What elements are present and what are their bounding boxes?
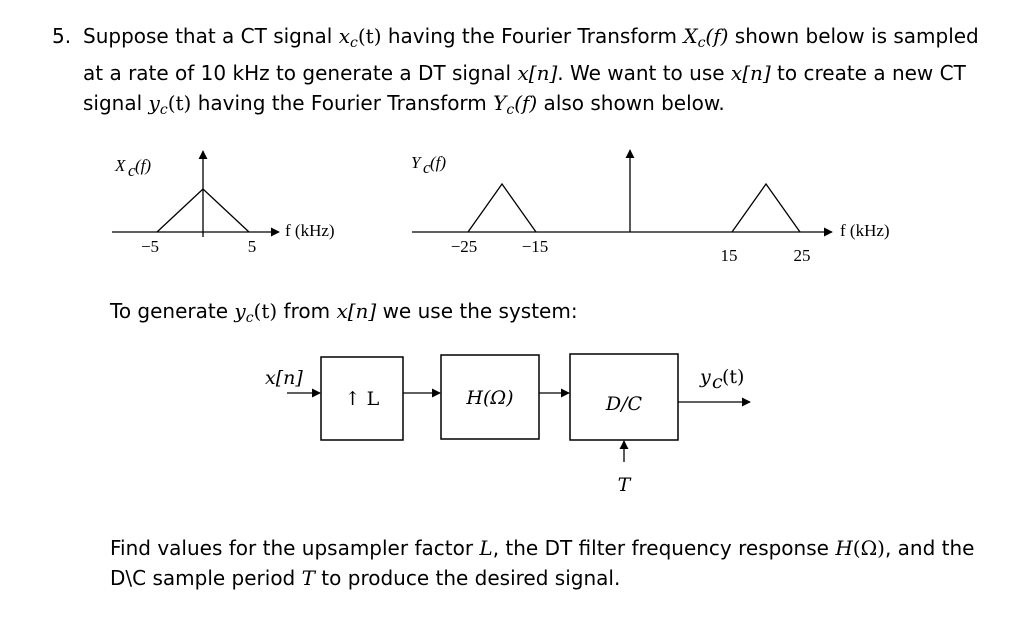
plot-x-ylabel-sym: X (114, 156, 126, 175)
problem-number: 5. (52, 24, 72, 48)
math-subscript: c (350, 35, 358, 51)
math-symbol: x[n] (336, 299, 377, 323)
question-text: Find values for the upsampler factor L, … (110, 533, 980, 593)
math-symbol: X (683, 24, 698, 48)
plot-x-tick-neg: −5 (141, 237, 159, 256)
math-arg: (f) (705, 24, 729, 48)
plot-x-ylabel-sub: c (128, 161, 136, 180)
plot-y-tick-m25: −25 (451, 237, 478, 256)
math-symbol: x (338, 24, 351, 48)
plot-yc: Y c (f) −25 −15 15 25 f (kHz) (411, 149, 890, 265)
plot-x-axis-label: f (kHz) (285, 221, 335, 240)
math-symbol: x[n] (517, 61, 558, 85)
text-run: to produce the desired signal. (314, 566, 621, 590)
text-run: to create a new CT signal (83, 61, 966, 115)
math-symbol: Y (493, 91, 507, 115)
plot-y-triangle-neg (467, 182, 537, 233)
text-run: having the Fourier Transform (191, 91, 494, 115)
filter-label: H(Ω) (465, 387, 513, 409)
math-symbol: y (148, 91, 160, 115)
math-arg: (t) (357, 24, 382, 48)
math-subscript: c (697, 35, 706, 51)
plot-y-ylabel-arg: (f) (430, 153, 446, 172)
plot-y-triangle-pos (731, 182, 801, 233)
text-run: , the DT filter frequency response (492, 536, 836, 560)
math-arg: (f) (514, 91, 538, 115)
plot-y-axis-label: f (kHz) (840, 221, 890, 240)
math-arg: (Ω) (852, 536, 885, 560)
text-run: . We want to use (557, 61, 731, 85)
dc-block (569, 353, 679, 441)
input-label: x[n] (265, 367, 303, 389)
system-intro: To generate yc(t) from x[n] we use the s… (110, 297, 578, 332)
dc-label: D/C (605, 393, 643, 415)
filter-block (440, 354, 540, 440)
output-label-sub: c (712, 371, 723, 393)
math-arg: (t) (167, 91, 192, 115)
output-label-sym: y (699, 366, 711, 388)
math-symbol: y (234, 299, 246, 323)
text-run: Suppose that a CT signal (83, 24, 339, 48)
text-run: we use the system: (376, 299, 578, 323)
plot-y-ylabel-sym: Y (411, 153, 422, 172)
math-symbol: H (835, 536, 853, 560)
block-diagram: x[n] ↑ L H(Ω) D/C y c (t) T (265, 353, 751, 496)
text-run: from (277, 299, 337, 323)
plot-x-triangle (156, 188, 250, 233)
problem-statement: Suppose that a CT signal xc(t) having th… (83, 21, 988, 125)
text-run: Find values for the upsampler factor (110, 536, 480, 560)
text-run: shown below is sampled at a rate of 10 k… (83, 24, 979, 85)
text-run: also shown below. (537, 91, 725, 115)
plot-y-tick-25: 25 (794, 246, 811, 265)
output-label-arg: (t) (722, 366, 744, 388)
math-symbol: L (479, 536, 493, 560)
math-symbol: x[n] (730, 61, 771, 85)
text-run: To generate (110, 299, 235, 323)
math-symbol: T (301, 566, 315, 590)
math-subscript: c (245, 310, 254, 326)
upsampler-block (320, 356, 404, 441)
math-subscript: c (506, 102, 515, 118)
plot-x-ylabel-arg: (f) (135, 156, 151, 175)
math-arg: (t) (253, 299, 278, 323)
math-subscript: c (159, 102, 168, 118)
upsampler-label: ↑ L (345, 388, 380, 410)
text-run: having the Fourier Transform (381, 24, 684, 48)
plot-y-tick-m15: −15 (522, 237, 549, 256)
text-run: , and the D\C sample period (110, 536, 975, 590)
plot-x-tick-pos: 5 (248, 237, 257, 256)
period-label: T (618, 474, 632, 496)
plot-xc: X c (f) −5 5 f (kHz) (112, 150, 335, 256)
plot-y-tick-15: 15 (721, 246, 738, 265)
plot-y-ylabel-sub: c (423, 158, 431, 177)
